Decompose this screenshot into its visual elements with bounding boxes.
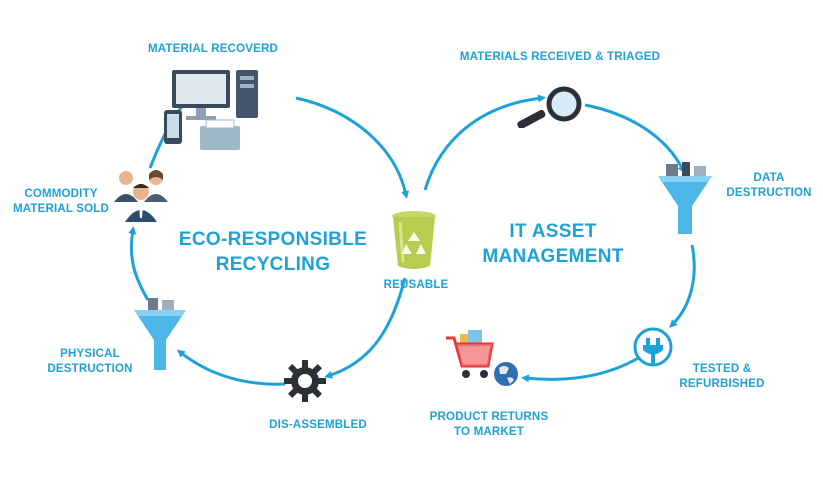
data-destruction-label: DATA DESTRUCTION [722, 171, 816, 201]
arrow-received-to-data [584, 103, 685, 174]
left-title-line1: ECO-RESPONSIBLE [178, 229, 368, 250]
business-people-icon [114, 170, 168, 222]
arrow-physical-to-commodity [128, 226, 150, 301]
arrow-recovered-to-reusable [295, 96, 410, 199]
physical-line1: PHYSICAL [60, 348, 120, 360]
returns-line1: PRODUCT RETURNS [429, 411, 549, 423]
shopping-cart-globe-icon [446, 330, 518, 386]
arrow-disassembled-to-physical [176, 349, 286, 386]
physical-line2: DESTRUCTION [47, 363, 133, 375]
arrow-reusable-to-received [423, 94, 546, 191]
data-line2: DESTRUCTION [726, 187, 812, 199]
commodity-sold-label: COMMODITY MATERIAL SOLD [8, 187, 114, 217]
product-returns-label: PRODUCT RETURNS TO MARKET [420, 410, 558, 440]
magnifier-icon [517, 86, 582, 128]
tested-refurbished-label: TESTED & REFURBISHED [672, 362, 772, 392]
commodity-line2: MATERIAL SOLD [12, 203, 110, 215]
returns-line2: TO MARKET [454, 426, 524, 438]
right-title-line2: MANAGEMENT [482, 246, 624, 267]
right-title-line1: IT ASSET [509, 221, 597, 242]
tested-line1: TESTED & [692, 363, 752, 375]
arrow-tested-to-returns [521, 355, 641, 383]
recycle-bin-icon [392, 211, 436, 269]
tested-line2: REFURBISHED [679, 378, 765, 390]
arrow-reusable-to-disassembled [324, 277, 407, 379]
data-line1: DATA [753, 172, 785, 184]
funnel-icon [658, 162, 712, 234]
commodity-line1: COMMODITY [24, 188, 98, 200]
right-cycle-title: IT ASSET MANAGEMENT [468, 219, 638, 269]
computer-equipment-icon [164, 70, 258, 150]
left-cycle-title: ECO-RESPONSIBLE RECYCLING [178, 227, 368, 277]
gear-icon [284, 360, 326, 402]
physical-destruction-label: PHYSICAL DESTRUCTION [44, 347, 136, 377]
funnel-icon [134, 298, 186, 370]
reusable-label: REUSABLE [383, 279, 449, 291]
arrow-data-to-tested [669, 244, 696, 328]
materials-received-label: MATERIALS RECEIVED & TRIAGED [459, 51, 661, 63]
material-recovered-label: MATERIAL RECOVERD [147, 43, 279, 55]
dis-assembled-label: DIS-ASSEMBLED [269, 419, 367, 431]
left-title-line2: RECYCLING [215, 254, 331, 275]
power-plug-icon [633, 327, 673, 367]
